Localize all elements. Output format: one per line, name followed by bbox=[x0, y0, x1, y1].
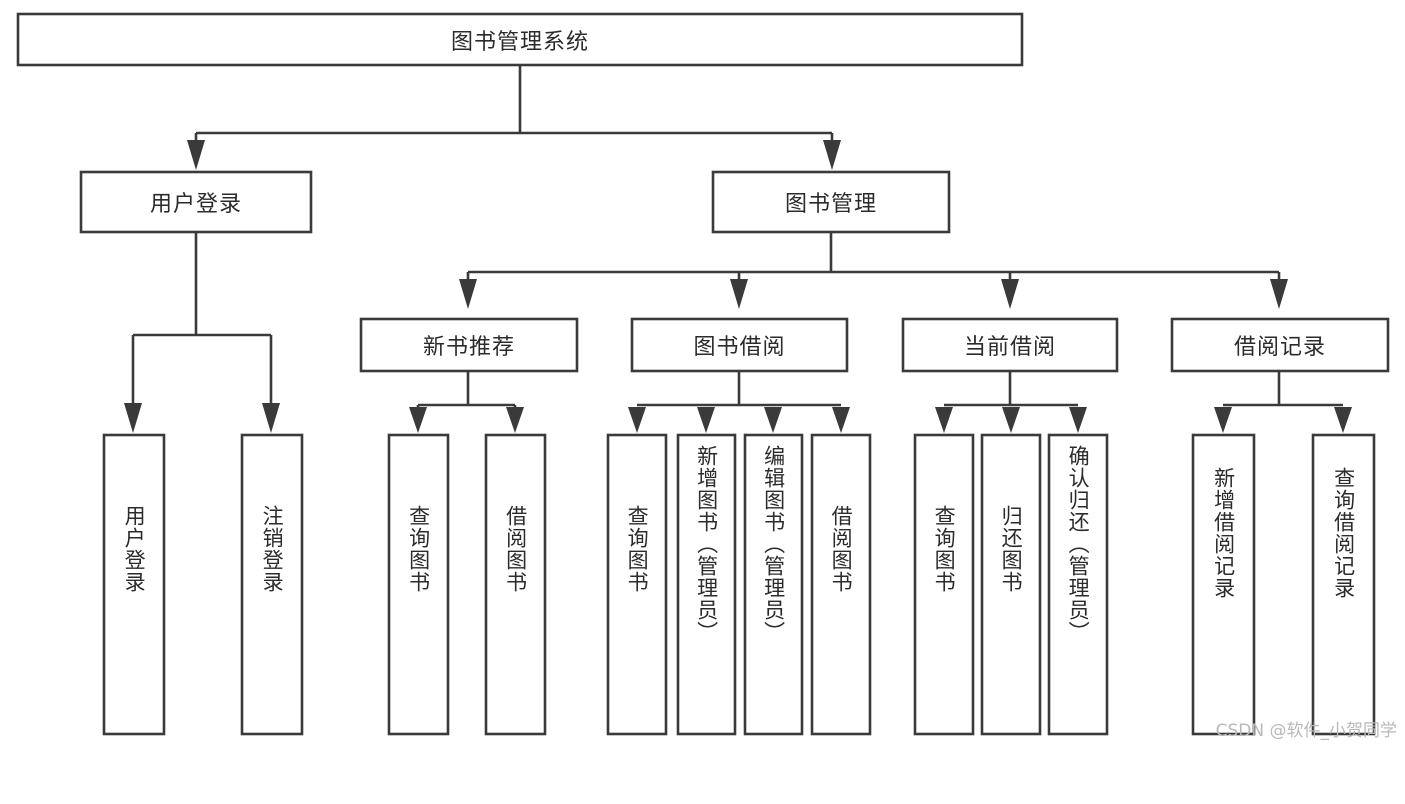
node-leaf-return-book[interactable] bbox=[980, 433, 1042, 736]
node-leaf-user-login[interactable] bbox=[102, 433, 166, 736]
node-leaf-edit-book[interactable] bbox=[743, 433, 804, 736]
node-leaf-query-record[interactable] bbox=[1311, 433, 1376, 736]
arrowhead-leaf-return-book bbox=[1002, 407, 1020, 433]
node-book-management[interactable] bbox=[711, 170, 951, 234]
arrowhead-borrow-records bbox=[1270, 279, 1288, 309]
node-user-login[interactable] bbox=[79, 170, 313, 234]
arrowhead-new-book-recommend bbox=[459, 279, 477, 309]
arrowhead-leaf-user-logout bbox=[262, 403, 280, 433]
arrowhead-current-borrow bbox=[1001, 279, 1019, 309]
arrowhead-leaf-user-login bbox=[124, 403, 142, 433]
node-current-borrow[interactable] bbox=[901, 317, 1119, 373]
node-leaf-borrow-book-1[interactable] bbox=[484, 433, 547, 736]
arrowhead-leaf-confirm-return bbox=[1069, 407, 1087, 433]
arrowhead-leaf-query-book-3 bbox=[935, 407, 953, 433]
arrowhead-user-login bbox=[187, 140, 205, 170]
arrowhead-book-management bbox=[823, 140, 841, 170]
node-borrow-records[interactable] bbox=[1170, 317, 1390, 373]
arrowhead-leaf-edit-book bbox=[764, 407, 782, 433]
node-leaf-add-book[interactable] bbox=[676, 433, 737, 736]
node-new-book-recommend[interactable] bbox=[359, 317, 579, 373]
flowchart-svg bbox=[16, 12, 1390, 736]
node-leaf-query-book-2[interactable] bbox=[606, 433, 668, 736]
node-book-borrow[interactable] bbox=[630, 317, 849, 373]
arrowhead-leaf-borrow-book-1 bbox=[506, 407, 524, 433]
node-leaf-confirm-return[interactable] bbox=[1047, 433, 1109, 736]
node-leaf-add-record[interactable] bbox=[1191, 433, 1256, 736]
arrowhead-leaf-query-book-2 bbox=[628, 407, 646, 433]
arrowhead-leaf-query-book-1 bbox=[409, 407, 427, 433]
node-root-system[interactable] bbox=[16, 12, 1024, 67]
flowchart-canvas: 图书管理系统 用户登录 图书管理 新书推荐 图书借阅 当前借阅 借阅记录 用户登… bbox=[16, 12, 1397, 741]
node-leaf-query-book-1[interactable] bbox=[387, 433, 450, 736]
node-leaf-query-book-3[interactable] bbox=[913, 433, 975, 736]
arrowhead-book-borrow bbox=[730, 279, 748, 309]
arrowhead-leaf-add-record bbox=[1214, 407, 1232, 433]
arrowhead-leaf-query-record bbox=[1334, 407, 1352, 433]
arrowhead-leaf-borrow-book-2 bbox=[832, 407, 850, 433]
node-leaf-user-logout[interactable] bbox=[240, 433, 304, 736]
node-leaf-borrow-book-2[interactable] bbox=[810, 433, 872, 736]
arrowhead-leaf-add-book bbox=[697, 407, 715, 433]
